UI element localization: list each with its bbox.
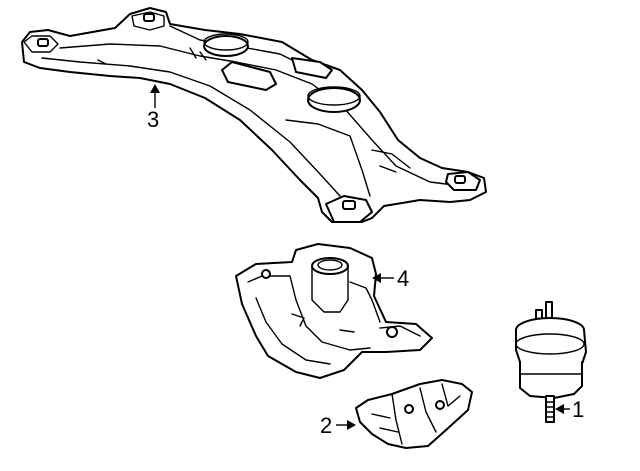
callout-3: 3 bbox=[147, 84, 160, 132]
callout-label-4: 4 bbox=[397, 266, 409, 291]
callout-label-3: 3 bbox=[147, 107, 159, 132]
callout-2: 2 bbox=[320, 413, 356, 438]
small-bracket[interactable] bbox=[355, 379, 473, 449]
callout-4: 4 bbox=[372, 266, 409, 291]
crossmember[interactable] bbox=[21, 7, 487, 223]
engine-mount-bracket[interactable] bbox=[235, 243, 433, 379]
callout-label-2: 2 bbox=[320, 413, 332, 438]
callout-label-1: 1 bbox=[572, 397, 584, 422]
hydraulic-mount[interactable] bbox=[515, 301, 587, 423]
callout-1: 1 bbox=[555, 397, 584, 422]
